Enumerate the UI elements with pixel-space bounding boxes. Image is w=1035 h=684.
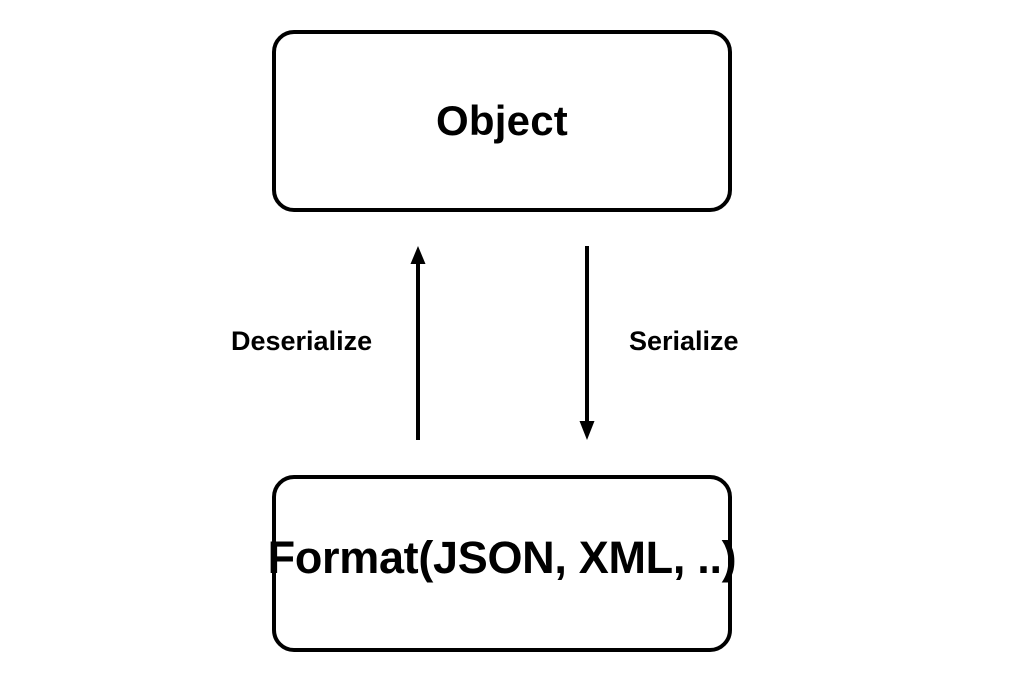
node-format-label: Format(JSON, XML, ..) [267, 532, 737, 583]
edge-serialize-arrow[interactable] [579, 246, 595, 440]
edge-label-serialize: Serialize [629, 326, 739, 356]
node-object[interactable]: Object [272, 30, 732, 212]
node-object-label: Object [436, 97, 568, 144]
node-format[interactable]: Format(JSON, XML, ..) [268, 475, 737, 652]
edge-deserialize-arrow[interactable] [410, 246, 426, 440]
edge-label-deserialize: Deserialize [231, 326, 373, 356]
edge-serialize-arrowhead-down-icon [579, 421, 595, 440]
edge-deserialize-arrowhead-up-icon [410, 246, 426, 264]
